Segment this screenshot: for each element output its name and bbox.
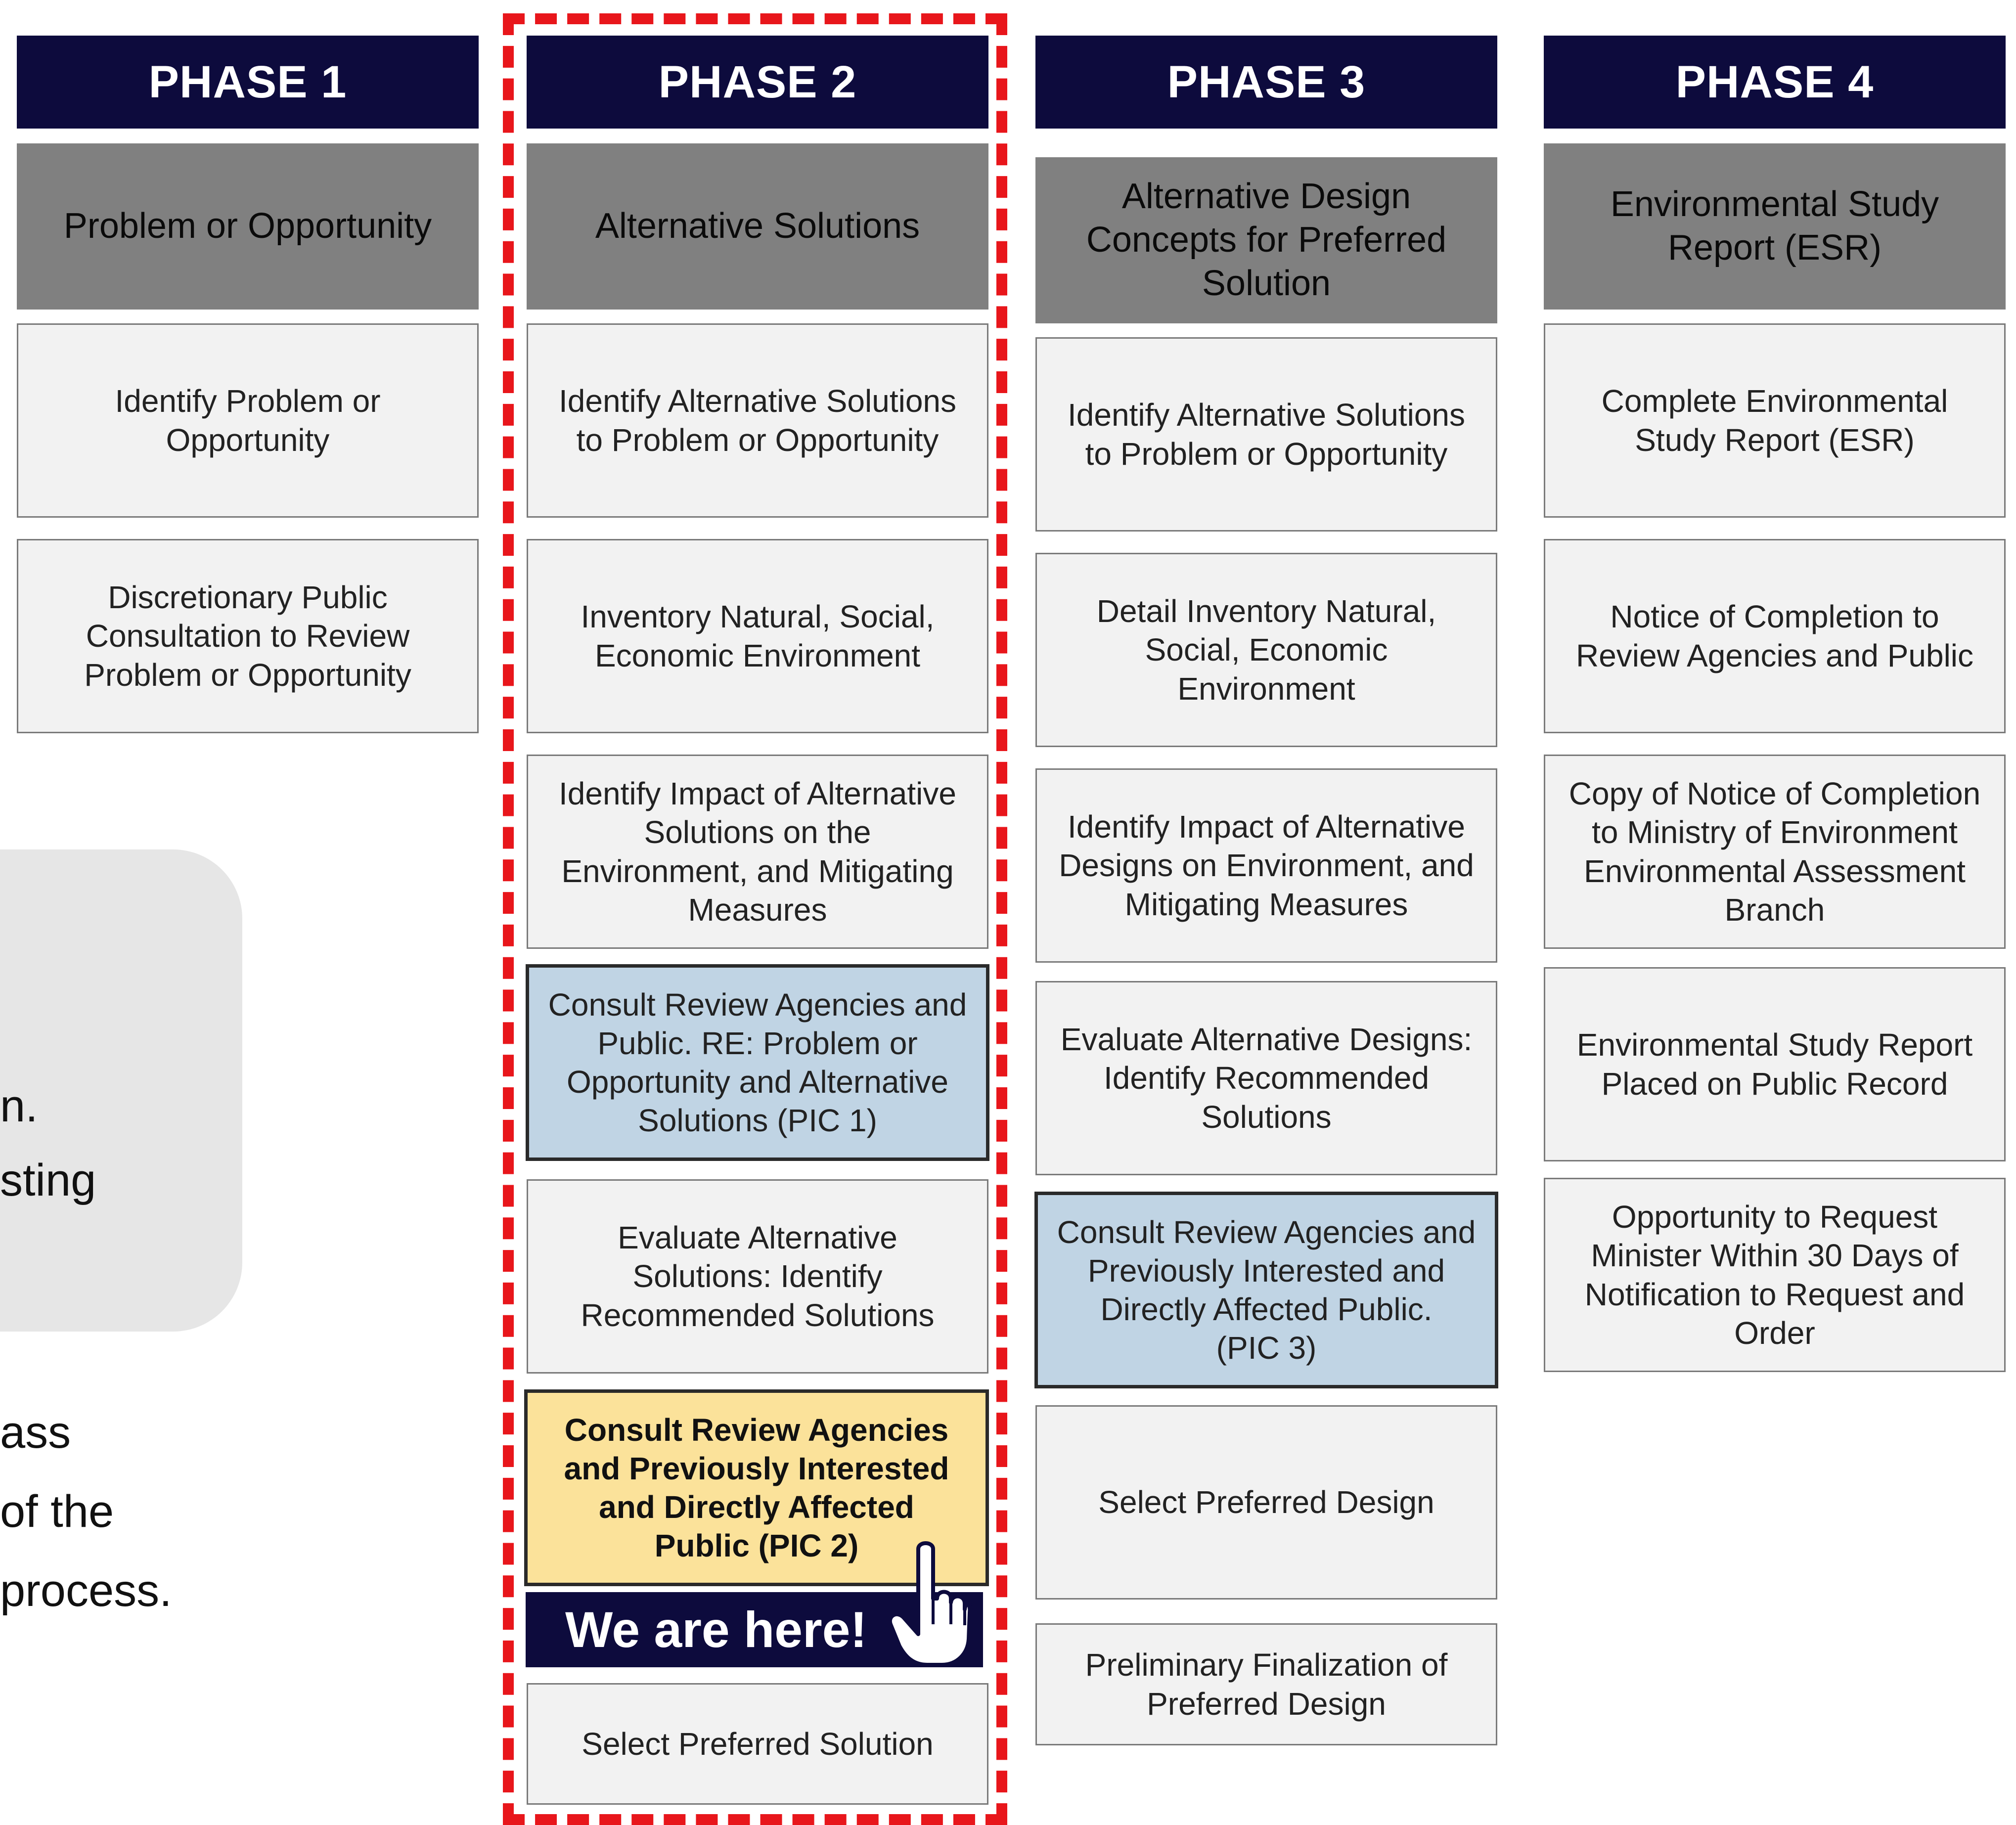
phase-3-step-2: Detail Inventory Natural, Social, Econom… (1035, 553, 1497, 747)
phase-2-category: Alternative Solutions (527, 143, 988, 310)
phase-4-step-5: Opportunity to Request Minister Within 3… (1544, 1178, 2006, 1372)
phase-4-header: PHASE 4 (1544, 36, 2006, 129)
phase-2-header: PHASE 2 (527, 36, 988, 129)
phase-2-step-4-pic1: Consult Review Agencies and Public. RE: … (526, 964, 989, 1161)
phase-3-step-5-pic3: Consult Review Agencies and Previously I… (1034, 1192, 1498, 1388)
we-are-here-label: We are here! (565, 1601, 867, 1658)
phase-3-step-4: Evaluate Alternative Designs: Identify R… (1035, 981, 1497, 1175)
phase-3-header: PHASE 3 (1035, 36, 1497, 129)
phase-3-step-3: Identify Impact of Alternative Designs o… (1035, 768, 1497, 963)
phase-1-step-2: Discretionary Public Consultation to Rev… (17, 539, 479, 733)
side-text-3: ass (0, 1407, 71, 1458)
side-info-panel (0, 849, 242, 1332)
phase-4-step-4: Environmental Study Report Placed on Pub… (1544, 967, 2006, 1161)
phase-4-step-3: Copy of Notice of Completion to Ministry… (1544, 755, 2006, 949)
phase-2-step-7: Select Preferred Solution (527, 1683, 988, 1805)
phase-3-category: Alternative Design Concepts for Preferre… (1035, 157, 1497, 323)
side-text-1: n. (0, 1081, 38, 1131)
phase-1-header: PHASE 1 (17, 36, 479, 129)
phase-2-step-1: Identify Alternative Solutions to Proble… (527, 323, 988, 518)
phase-3-step-1: Identify Alternative Solutions to Proble… (1035, 337, 1497, 532)
we-are-here-banner: We are here! (526, 1592, 983, 1667)
side-text-5: process. (0, 1565, 172, 1616)
phase-1-category: Problem or Opportunity (17, 143, 479, 310)
pointing-hand-icon (888, 1540, 972, 1669)
side-text-2: sting (0, 1155, 96, 1205)
phase-4-step-2: Notice of Completion to Review Agencies … (1544, 539, 2006, 733)
phase-3-step-7: Preliminary Finalization of Preferred De… (1035, 1623, 1497, 1745)
phase-4-step-1: Complete Environmental Study Report (ESR… (1544, 323, 2006, 518)
phase-3-step-6: Select Preferred Design (1035, 1405, 1497, 1600)
phase-2-step-2: Inventory Natural, Social, Economic Envi… (527, 539, 988, 733)
phase-2-step-6-pic2-current: Consult Review Agencies and Previously I… (524, 1389, 989, 1586)
phase-2-step-5: Evaluate Alternative Solutions: Identify… (527, 1179, 988, 1374)
phase-4-category: Environmental Study Report (ESR) (1544, 143, 2006, 310)
phase-1-step-1: Identify Problem or Opportunity (17, 323, 479, 518)
phase-2-step-3: Identify Impact of Alternative Solutions… (527, 755, 988, 949)
current-phase-highlight-frame (503, 13, 1007, 1825)
side-text-4: of the (0, 1486, 114, 1537)
